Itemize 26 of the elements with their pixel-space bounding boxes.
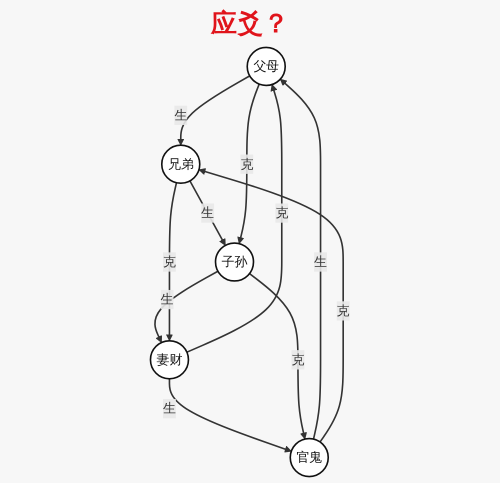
node-circle: 官鬼 (289, 438, 329, 478)
edge-label: 生 (160, 291, 174, 307)
arrow (280, 78, 322, 440)
arrow (248, 272, 307, 440)
edge-label: 克 (291, 352, 304, 368)
edge-label: 克 (240, 156, 254, 172)
arrow (166, 182, 178, 342)
node-circle: 父母 (246, 46, 286, 86)
node-circle: 子孙 (214, 242, 254, 282)
arrow (177, 75, 250, 146)
arrow (198, 168, 344, 442)
arrow (168, 378, 292, 453)
edge-label: 克 (162, 254, 176, 270)
arrow (237, 84, 260, 244)
node-circle: 兄弟 (160, 144, 200, 184)
edge-label: 生 (174, 107, 188, 123)
arrow (189, 180, 226, 246)
edge-label: 生 (314, 254, 327, 270)
center-label: 应爻？ (211, 8, 289, 41)
edge-label: 克 (336, 302, 350, 318)
edge-label: 生 (201, 205, 214, 220)
arrow (186, 84, 283, 353)
edge-label: 生 (162, 400, 176, 416)
node-circle: 妻财 (150, 340, 190, 380)
edge-label: 克 (275, 205, 288, 220)
arrow (154, 270, 218, 343)
